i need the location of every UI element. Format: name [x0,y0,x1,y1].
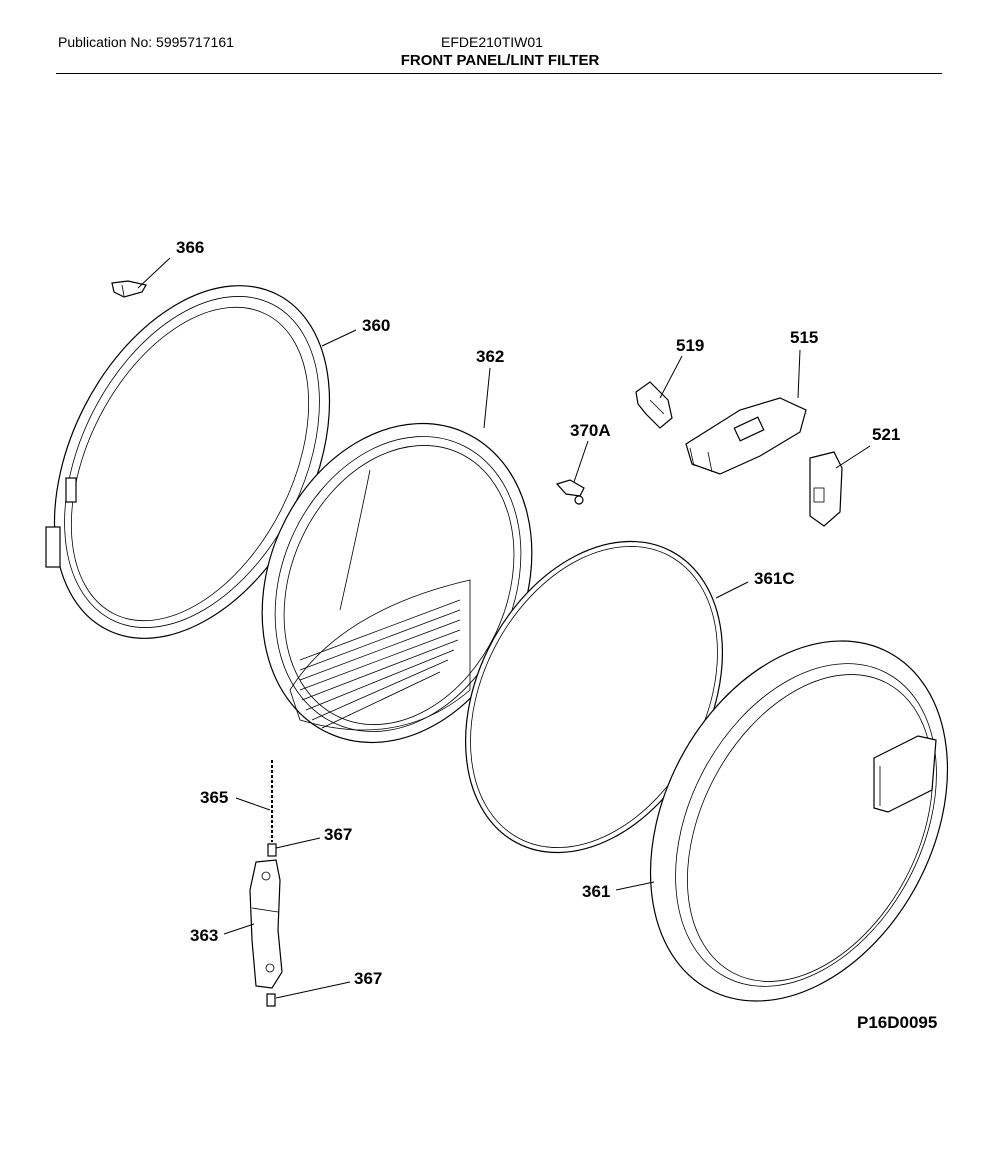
part-367-screw-upper [267,843,277,857]
diagram-title: FRONT PANEL/LINT FILTER [400,52,600,69]
leader-370a [573,440,589,483]
part-label-361c: 361C [754,569,795,588]
part-label-367-upper: 367 [324,825,352,844]
diagram-reference-code: P16D0095 [857,1013,938,1032]
leader-366 [137,257,171,289]
model-number: EFDE210TIW01 [441,34,543,50]
part-515-door-lock [685,397,807,475]
leader-lines [137,257,871,999]
part-label-365: 365 [200,788,228,807]
part-label-370a: 370A [570,421,611,440]
leader-367-lower [275,981,351,999]
leader-360 [321,329,357,347]
part-label-360: 360 [362,316,390,335]
publication-number: Publication No: 5995717161 [58,34,234,50]
leader-361 [615,881,655,891]
part-label-519: 519 [676,336,704,355]
part-label-361: 361 [582,882,610,901]
leader-361c [715,581,749,599]
part-519-switch [635,381,673,429]
part-labels: 366 360 362 519 515 370A 521 361C 365 36… [176,238,900,988]
part-366-clip [111,280,147,298]
header-rule [56,73,942,74]
part-361-door [649,640,949,1002]
leader-515 [797,349,801,399]
part-label-367-lower: 367 [354,969,382,988]
leader-365 [235,797,271,811]
leader-363 [223,923,255,935]
part-521-lock-cover [809,451,843,527]
part-label-362: 362 [476,347,504,366]
leader-521 [835,445,871,469]
part-363-hinge [249,859,283,989]
leader-367-upper [275,837,321,849]
part-label-363: 363 [190,926,218,945]
leader-362 [483,367,491,429]
part-370a-clip [555,479,585,505]
part-367-screw-lower [266,993,276,1007]
part-362-lint-filter-housing [261,422,533,744]
part-360-ring [45,285,331,639]
part-label-521: 521 [872,425,900,444]
part-label-366: 366 [176,238,204,257]
leader-519 [659,355,683,399]
part-label-515: 515 [790,328,818,347]
